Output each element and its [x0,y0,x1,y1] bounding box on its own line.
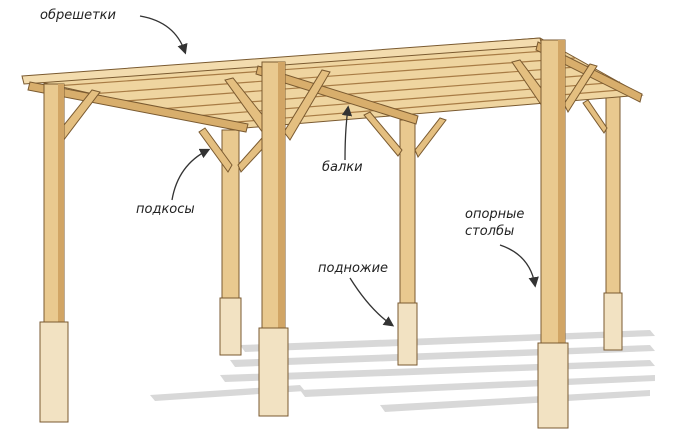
back-posts [219,94,623,366]
front-posts [39,39,569,429]
label-beams: балки [322,160,363,175]
side-beam-left [27,81,249,133]
label-posts-line2: столбы [465,224,515,239]
middle-beam [255,65,419,125]
label-footing: подножие [318,261,389,276]
label-lathing: обрешетки [40,8,116,23]
label-braces: подкосы [136,202,195,217]
label-posts-line1: опорные [465,207,525,222]
label-arrows [139,15,539,327]
